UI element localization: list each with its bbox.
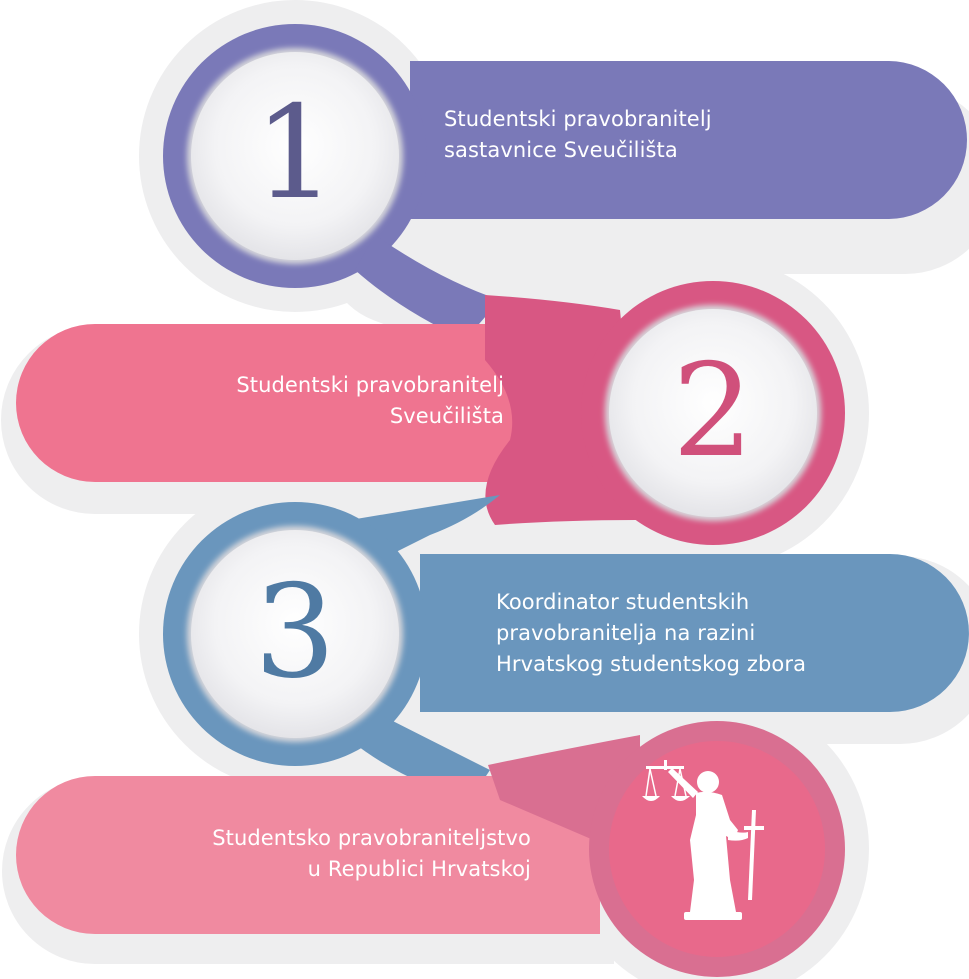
step-1-connector (355, 235, 500, 340)
step-3-pill (420, 554, 969, 712)
step-2-pill (16, 324, 560, 482)
step-3-label-line: Koordinator studentskih (496, 590, 750, 614)
step-3-label-line: pravobranitelja na razini (496, 621, 756, 645)
step-1-label-line: sastavnice Sveučilišta (444, 138, 678, 162)
justice-statue-icon (642, 760, 764, 920)
step-2-label: Studentski pravobranitelj Sveučilišta (236, 370, 504, 432)
step-1-number: 1 (254, 79, 335, 228)
step-4-pill (16, 776, 600, 934)
step-2-number: 2 (672, 337, 753, 486)
step-1-disc (191, 52, 399, 260)
step-3-label: Koordinator studentskih pravobranitelja … (496, 587, 806, 680)
step-2-label-line: Studentski pravobranitelj (236, 373, 504, 397)
step-3-disc (191, 530, 399, 738)
number-discs (187, 48, 821, 742)
step-1-pill (410, 61, 967, 219)
step-3-label-line: Hrvatskog studentskog zbora (496, 652, 807, 676)
step-2-label-line: Sveučilišta (389, 404, 504, 428)
step-4-label: Studentsko pravobraniteljstvo u Republic… (212, 823, 531, 885)
step-1-label-line: Studentski pravobranitelj (444, 107, 712, 131)
step-1-label: Studentski pravobranitelj sastavnice Sve… (444, 104, 712, 166)
step-2-disc (609, 309, 817, 517)
step-4-label-line: Studentsko pravobraniteljstvo (212, 826, 531, 850)
step-3-number: 3 (254, 558, 335, 707)
step-4-label-line: u Republici Hrvatskoj (307, 857, 531, 881)
